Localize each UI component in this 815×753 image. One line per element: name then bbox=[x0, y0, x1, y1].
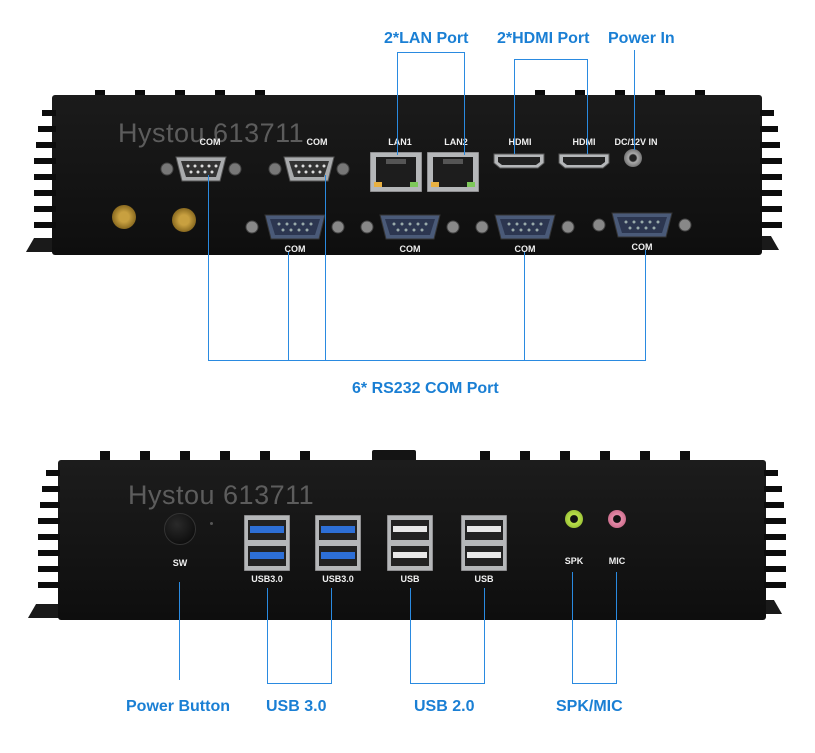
com-bottom-2-label: COM bbox=[399, 244, 421, 254]
usb3-2-label: USB3.0 bbox=[322, 574, 354, 584]
hdmi1-port bbox=[493, 153, 545, 169]
usb2-2-label: USB bbox=[474, 574, 494, 584]
com-bottom-4-port bbox=[592, 212, 692, 238]
dc-in-label: DC/12V IN bbox=[614, 137, 658, 147]
hdmi-bracket-right bbox=[587, 59, 588, 154]
top-right-side-fins bbox=[760, 110, 786, 240]
top-left-side-fins bbox=[30, 110, 56, 240]
usb2-bracket-right bbox=[484, 588, 485, 683]
hdmi-port-callout: 2*HDMI Port bbox=[497, 30, 590, 47]
com-bottom-1-port bbox=[245, 214, 345, 240]
sw-label: SW bbox=[172, 558, 188, 568]
usb3-callout: USB 3.0 bbox=[266, 698, 327, 715]
top-watermark: Hystou 613711 bbox=[118, 118, 305, 148]
lan1-label: LAN1 bbox=[388, 137, 412, 147]
audio-bracket-bottom bbox=[572, 683, 617, 684]
power-button-line bbox=[179, 582, 180, 680]
hdmi-bracket-left bbox=[514, 59, 515, 154]
usb3-bracket-bottom bbox=[267, 683, 332, 684]
power-button-callout: Power Button bbox=[126, 698, 230, 715]
usb2-port-stack-2 bbox=[461, 515, 507, 571]
audio-bracket-right bbox=[616, 572, 617, 683]
usb3-1-label: USB3.0 bbox=[251, 574, 283, 584]
lan-bracket-top bbox=[397, 52, 464, 53]
lan-bracket-right bbox=[464, 52, 465, 155]
com-top-1-port bbox=[160, 156, 242, 182]
hdmi2-label: HDMI bbox=[572, 137, 596, 147]
hdmi1-label: HDMI bbox=[508, 137, 532, 147]
com-bracket-bottom bbox=[208, 360, 645, 361]
com-bottom-2-port bbox=[360, 214, 460, 240]
bottom-top-fins bbox=[100, 451, 700, 463]
spk-mic-callout: SPK/MIC bbox=[556, 698, 623, 715]
usb3-bracket-left bbox=[267, 588, 268, 683]
top-device: Hystou 613711 COM COM LAN1 LAN2 H bbox=[25, 30, 786, 397]
hdmi2-port bbox=[558, 153, 610, 169]
com-bracket-v2 bbox=[288, 252, 289, 361]
com-bottom-3-port bbox=[475, 214, 575, 240]
audio-bracket-left bbox=[572, 572, 573, 683]
com-bracket-v4 bbox=[524, 252, 525, 361]
com-bracket-v3 bbox=[325, 175, 326, 361]
usb2-1-label: USB bbox=[400, 574, 420, 584]
com-bracket-v5 bbox=[645, 250, 646, 361]
speaker-jack bbox=[565, 510, 583, 528]
antenna-connector-2 bbox=[172, 208, 196, 232]
power-led bbox=[210, 522, 213, 525]
usb3-bracket-right bbox=[331, 588, 332, 683]
com-top-1-label: COM bbox=[199, 137, 221, 147]
bottom-watermark: Hystou 613711 bbox=[128, 480, 315, 510]
com-bracket-v1 bbox=[208, 175, 209, 361]
usb2-port-stack-1 bbox=[387, 515, 433, 571]
com-bottom-3-label: COM bbox=[514, 244, 536, 254]
com-port-callout: 6* RS232 COM Port bbox=[352, 380, 499, 397]
dc-in-jack bbox=[624, 149, 642, 167]
mic-jack bbox=[608, 510, 626, 528]
usb2-callout: USB 2.0 bbox=[414, 698, 475, 715]
spk-label: SPK bbox=[564, 556, 584, 566]
com-bottom-4-label: COM bbox=[631, 242, 653, 252]
usb2-bracket-left bbox=[410, 588, 411, 683]
com-top-2-port bbox=[268, 156, 350, 182]
usb2-bracket-bottom bbox=[410, 683, 485, 684]
hdmi-bracket-top bbox=[514, 59, 587, 60]
mic-label: MIC bbox=[608, 556, 626, 566]
usb3-port-stack-2 bbox=[315, 515, 361, 571]
usb3-port-stack-1 bbox=[244, 515, 290, 571]
bottom-left-side-fins bbox=[34, 470, 60, 605]
power-in-callout: Power In bbox=[608, 30, 675, 47]
lan1-port bbox=[370, 152, 422, 192]
antenna-connector-1 bbox=[112, 205, 136, 229]
lan2-port bbox=[427, 152, 479, 192]
lan-bracket-left bbox=[397, 52, 398, 155]
lan2-label: LAN2 bbox=[444, 137, 468, 147]
bottom-right-side-fins bbox=[764, 470, 790, 605]
power-button[interactable] bbox=[164, 513, 196, 545]
com-bottom-1-label: COM bbox=[284, 244, 306, 254]
lan-port-callout: 2*LAN Port bbox=[384, 30, 469, 47]
com-top-2-label: COM bbox=[306, 137, 328, 147]
power-in-line bbox=[634, 50, 635, 150]
